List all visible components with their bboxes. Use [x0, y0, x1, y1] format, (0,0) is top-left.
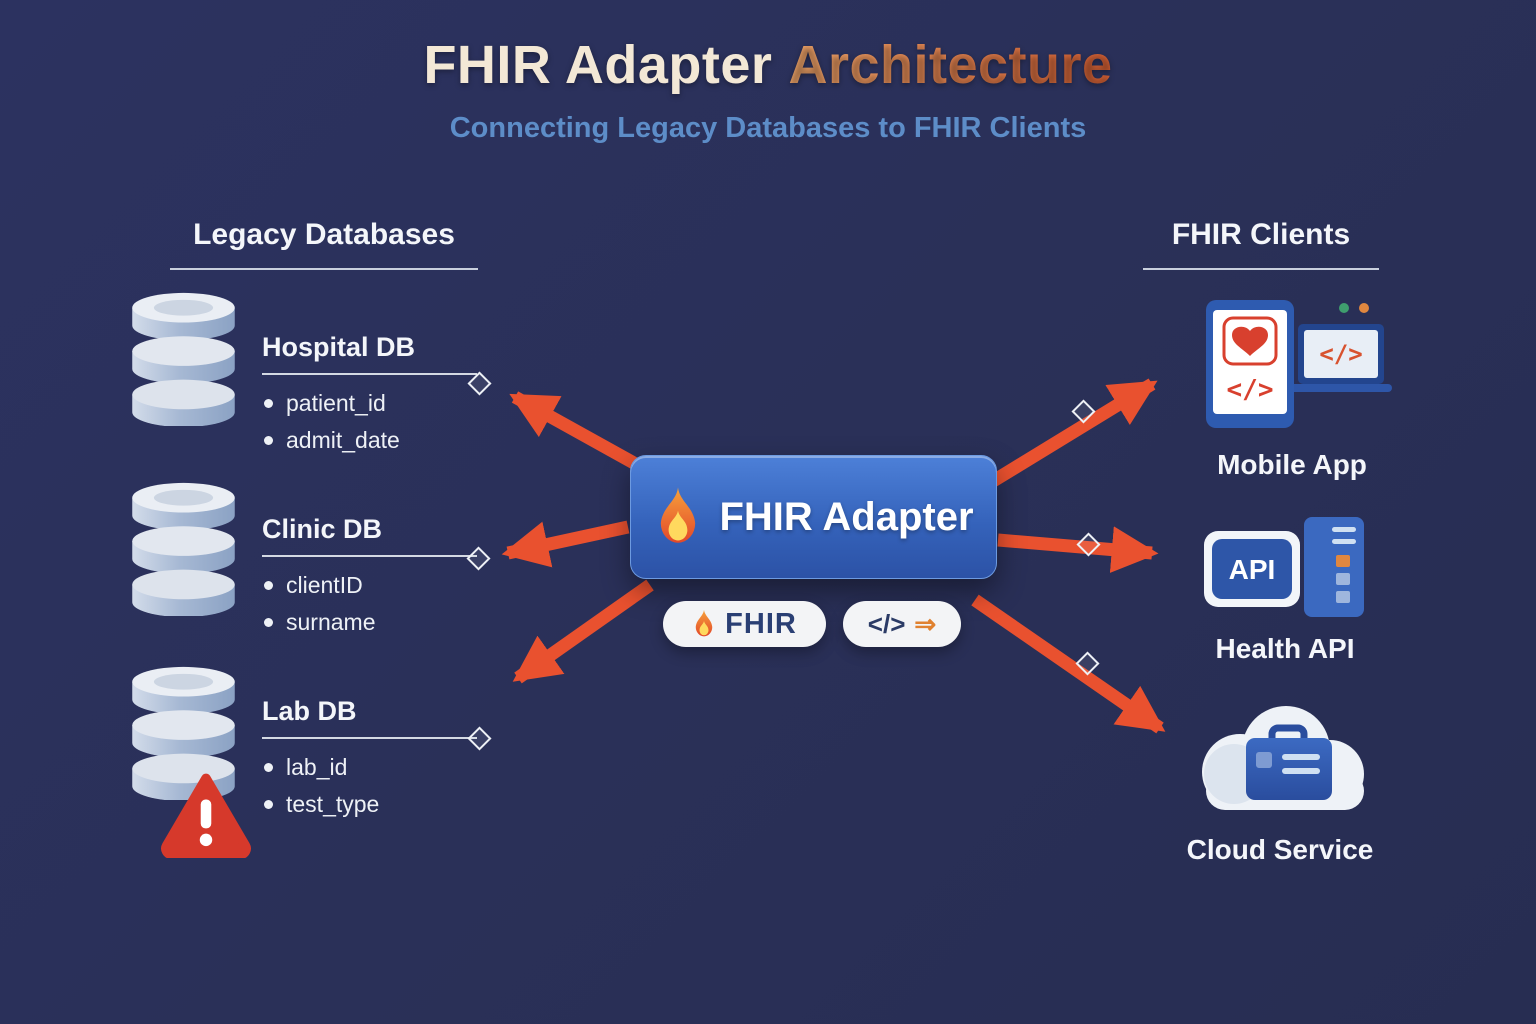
db-field: admit_date: [262, 422, 477, 459]
fhir-adapter-label: FHIR Adapter: [719, 494, 974, 539]
db-field-list: clientID surname: [262, 567, 477, 641]
legacy-databases-heading: Legacy Databases: [170, 218, 478, 270]
db-field: test_type: [262, 786, 477, 823]
arrow-to-health-api: [997, 526, 1159, 573]
connector-diamond: [1071, 399, 1096, 424]
warning-icon: [158, 768, 254, 858]
flame-icon: [653, 485, 703, 549]
db-field-list: lab_id test_type: [262, 749, 477, 823]
svg-text:</>: </>: [1319, 340, 1362, 368]
code-icon: </>: [867, 608, 906, 639]
db-field: lab_id: [262, 749, 477, 786]
transform-arrow-icon: ⇒: [914, 608, 937, 639]
database-icon: [122, 288, 245, 426]
svg-text:</>: </>: [1227, 375, 1274, 405]
fhir-badge-label: FHIR: [725, 607, 797, 640]
mobile-app-label: Mobile App: [1217, 449, 1367, 480]
db-entry-clinic: Clinic DB clientID surname: [262, 514, 477, 641]
arrow-to-lab-db: [512, 579, 654, 684]
arrow-to-clinic-db: [501, 520, 630, 568]
db-name: Lab DB: [262, 696, 477, 739]
db-name: Clinic DB: [262, 514, 477, 557]
arrow-to-cloud: [971, 594, 1166, 734]
connector-diamond: [1075, 651, 1100, 676]
title-prefix: FHIR Adapter: [423, 35, 773, 95]
db-field: surname: [262, 604, 477, 641]
db-field-list: patient_id admit_date: [262, 385, 477, 459]
cloud-service-label: Cloud Service: [1186, 834, 1374, 865]
svg-text:API: API: [1229, 554, 1276, 585]
fhir-badge: FHIR: [663, 601, 826, 647]
health-api-label: Health API: [1215, 633, 1355, 664]
code-transform-badge: </> ⇒: [843, 601, 961, 647]
database-icon: [122, 478, 245, 616]
arrow-to-mobile-app: [986, 378, 1158, 489]
db-field: clientID: [262, 567, 477, 604]
mobile-app-icon: </> </>: [1192, 296, 1392, 436]
fhir-adapter-node: FHIR Adapter: [630, 455, 997, 579]
db-field: patient_id: [262, 385, 477, 422]
flame-icon: [692, 608, 716, 640]
db-entry-lab: Lab DB lab_id test_type: [262, 696, 477, 823]
page-subtitle: Connecting Legacy Databases to FHIR Clie…: [449, 112, 1087, 144]
cloud-briefcase-icon: [1188, 694, 1378, 824]
db-entry-hospital: Hospital DB patient_id admit_date: [262, 332, 477, 459]
arrow-to-hospital-db: [509, 391, 654, 478]
fhir-clients-heading: FHIR Clients: [1143, 218, 1379, 270]
title-highlight: Architecture: [788, 35, 1113, 95]
connector-diamond: [1076, 532, 1101, 557]
database-icon: [122, 662, 245, 800]
api-server-icon: API: [1202, 515, 1367, 620]
db-name: Hospital DB: [262, 332, 477, 375]
